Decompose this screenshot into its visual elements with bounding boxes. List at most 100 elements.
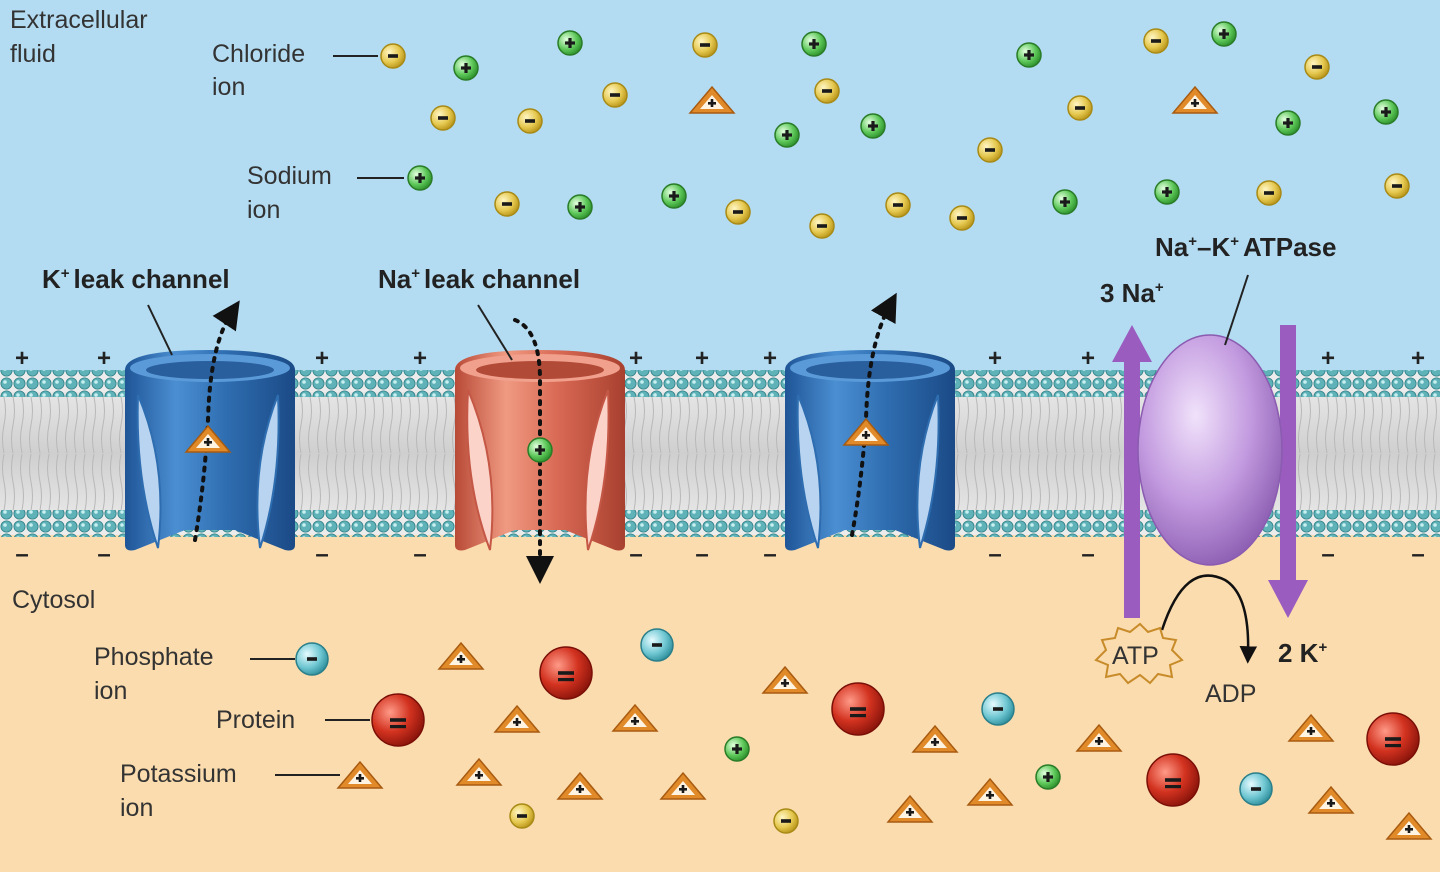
membrane-plus-charge: +	[1411, 345, 1425, 372]
na-superscript: +	[411, 265, 420, 282]
atpase-na-superscript: +	[1188, 233, 1197, 250]
two-k-superscript: +	[1318, 639, 1327, 656]
sodium-ion-icon	[1154, 179, 1180, 205]
potassium-ion-icon	[761, 665, 809, 694]
three-na-superscript: +	[1155, 279, 1164, 296]
k-in-arrow	[1268, 325, 1308, 618]
potassium-ion-icon	[911, 724, 959, 753]
atp-burst	[1094, 622, 1184, 685]
cytosol-region	[0, 535, 1440, 872]
cytosol-label: Cytosol	[12, 586, 95, 614]
phosphate-ion-icon	[295, 642, 329, 676]
protein-label: Protein	[216, 706, 295, 734]
membrane-minus-charge: –	[1081, 541, 1094, 568]
membrane-minus-charge: –	[97, 541, 110, 568]
potassium-ion-icon	[966, 777, 1014, 806]
adp-label: ADP	[1205, 680, 1256, 708]
phosphate-ion-icon	[981, 692, 1015, 726]
ions	[184, 21, 1433, 840]
membrane-minus-charge: –	[763, 541, 776, 568]
chloride-ion-icon	[809, 213, 835, 239]
sodium-ion-icon	[1373, 99, 1399, 125]
phosphate-ion-icon	[640, 628, 674, 662]
extracellular-label-line2: fluid	[10, 40, 56, 68]
sodium-ion-icon	[527, 437, 553, 463]
chloride-ion-icon	[773, 808, 799, 834]
potassium-ion-icon	[336, 760, 384, 789]
na-leak-channel-text: leak channel	[424, 264, 580, 294]
phosphate-label: Phosphate	[94, 643, 214, 671]
potassium-ion-icon	[842, 417, 890, 446]
k-symbol: K	[42, 264, 61, 294]
potassium-ion-icon	[1307, 785, 1355, 814]
chloride-ion-icon	[885, 192, 911, 218]
k-leak-channel-text: leak channel	[74, 264, 230, 294]
k-efflux-arrow-left	[193, 300, 240, 542]
sodium-ion-icon	[567, 194, 593, 220]
chloride-ion-icon	[430, 105, 456, 131]
potassium-ion-icon	[886, 794, 934, 823]
sodium-ion-icon	[661, 183, 687, 209]
sodium-label: Sodium	[247, 162, 332, 190]
membrane-plus-charge: +	[988, 345, 1002, 372]
chloride-ion-icon	[602, 82, 628, 108]
sodium-ion-icon	[1016, 42, 1042, 68]
membrane-plus-charge: +	[413, 345, 427, 372]
membrane-plus-charge: +	[315, 345, 329, 372]
membrane-minus-charge: –	[1321, 541, 1334, 568]
sodium-ion-icon	[1211, 21, 1237, 47]
sodium-ion-icon	[774, 122, 800, 148]
chloride-ion-icon	[494, 191, 520, 217]
two-k-label: 2 K+	[1278, 638, 1327, 668]
chloride-ion-icon	[1067, 95, 1093, 121]
three-na-text: 3 Na	[1100, 278, 1155, 308]
sodium-ion-icon	[1052, 189, 1078, 215]
membrane-minus-charge: –	[1411, 541, 1424, 568]
chloride-ion-icon	[380, 43, 406, 69]
membrane-plus-charge: +	[763, 345, 777, 372]
potassium-ion-icon	[611, 703, 659, 732]
chloride-ion-icon	[1384, 173, 1410, 199]
k-efflux-arrow-right	[850, 292, 897, 537]
chloride-ion-icon	[692, 32, 718, 58]
potassium-ion-icon	[556, 771, 604, 800]
extracellular-label: Extracellular	[10, 6, 148, 34]
membrane-plus-charge: +	[1081, 345, 1095, 372]
potassium-ion-icon	[184, 424, 232, 453]
phosphate-label-line2: ion	[94, 677, 127, 705]
potassium-ion-icon	[659, 771, 707, 800]
potassium-label-line2: ion	[120, 794, 153, 822]
protein-icon	[371, 693, 425, 747]
chloride-ion-icon	[1143, 28, 1169, 54]
membrane-plus-charge: +	[629, 345, 643, 372]
chloride-ion-icon	[725, 199, 751, 225]
potassium-ion-icon	[437, 641, 485, 670]
two-k-text: 2 K	[1278, 638, 1319, 668]
potassium-ion-icon	[1171, 85, 1219, 114]
sodium-ion-icon	[801, 31, 827, 57]
k-leak-channel-right	[785, 350, 955, 551]
chloride-label: Chloride	[212, 40, 305, 68]
atpase-na-symbol: Na	[1155, 232, 1189, 262]
three-na-label: 3 Na+	[1100, 278, 1164, 308]
membrane-minus-charge: –	[315, 541, 328, 568]
membrane-minus-charge: –	[988, 541, 1001, 568]
sodium-label-line2: ion	[247, 196, 280, 224]
potassium-ion-icon	[455, 757, 503, 786]
atpase-label: Na+–K+ATPase	[1155, 232, 1336, 262]
atpase-k-superscript: +	[1230, 233, 1239, 250]
chloride-label-line2: ion	[212, 73, 245, 101]
phosphate-ion-icon	[1239, 772, 1273, 806]
sodium-ion-icon	[453, 55, 479, 81]
extracellular-region	[0, 0, 1440, 372]
na-influx-arrow	[513, 318, 554, 584]
sodium-ion-icon	[1275, 110, 1301, 136]
chloride-ion-icon	[517, 108, 543, 134]
sodium-ion-icon	[724, 736, 750, 762]
protein-icon	[539, 646, 593, 700]
chloride-ion-icon	[814, 78, 840, 104]
membrane-minus-charge: –	[629, 541, 642, 568]
sodium-ion-icon	[1035, 764, 1061, 790]
